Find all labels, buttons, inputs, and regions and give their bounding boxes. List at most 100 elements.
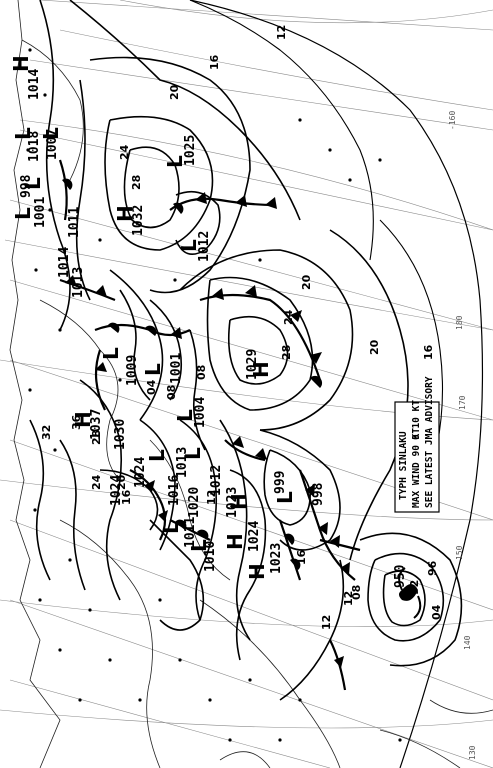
center-pressure: 1032 [131,205,146,236]
center-pressure: 1011 [67,207,82,238]
center: L 1004 [173,397,208,428]
center-pressure: 1014 [27,69,42,100]
center-type: L [159,521,183,534]
center-pressure: 1007 [45,129,60,160]
center-pressure: 1037 [89,409,104,440]
center: 998 [311,482,326,506]
center: 1014 [57,247,72,278]
center: 1013 [71,267,86,298]
center-type: H [227,493,251,510]
center-pressure: 1013 [175,447,190,478]
center: L 1018 [11,127,42,162]
isobar-label: 04 [145,379,158,395]
center-pressure: 1012 [197,231,212,262]
advisory-line-3: SEE LATEST JMA ADVISORY [424,376,435,508]
center-pressure: 1020 [187,487,202,518]
advisory-line-2: MAX WIND 90 KT [411,428,422,508]
isobar-label: 28 [90,430,103,445]
isobars [29,0,463,701]
center-type: L [181,447,205,460]
center-type: H [223,533,247,550]
center: 1011 [67,207,82,238]
center: L 998 [19,174,45,198]
center-type: H [9,55,33,72]
center: 1024 [109,475,124,506]
isobar-label: 12 [342,591,355,606]
center-type: L [141,363,165,376]
isobar-label: 04 [430,604,443,620]
center-type: L [173,409,197,422]
isobar-label: 28 [130,175,143,190]
center: L 1025 [163,135,198,168]
grid-label-140: 140 [463,635,472,650]
isobar-label: 24 [282,309,295,325]
isobar-label: 20 [115,474,128,490]
advisory-line-1: TYPH SINLAKU [398,431,409,500]
center-type: L [187,539,211,552]
center: H 1024 [223,521,262,552]
isobar-label: 08 [165,385,178,400]
grid-label-170: 170 [458,395,467,410]
typhoon-symbol [398,567,422,619]
center: H 1023 [245,543,284,580]
isobar-label: 96 [426,560,439,576]
center-pressure: 1011 [183,517,198,548]
center-type: L [177,239,201,252]
center-pressure: 999 [273,471,288,494]
center-pressure: 950 [393,564,408,588]
center-pressure: 1029 [245,349,260,380]
center: H 1023 [225,487,251,518]
isobar-label: 20 [168,84,181,100]
center-pressure: 1014 [57,247,72,278]
center-type: L [39,127,63,140]
isobar-label: 16 [120,489,133,505]
isobar-label: 28 [280,345,293,360]
grid-label-180: 180 [455,315,464,330]
center-pressure: 1018 [27,131,42,162]
coastlines [9,0,493,768]
station-plots [26,48,402,742]
isobar-label: 20 [368,339,381,355]
center: L 1009 [99,347,140,386]
typhoon-advisory: TYPH SINLAKU MAX WIND 90 KT SEE LATEST J… [394,376,440,513]
center-pressure: 998 [311,482,326,506]
isobar-label: 32 [40,425,53,440]
center-type: H [249,361,273,378]
center-pressure: 1030 [113,419,128,450]
center: 1024 [133,457,148,488]
center-type: L [99,347,123,360]
center-type: L [21,177,45,190]
center-pressure: 1001 [169,353,184,384]
center: H 1029 [245,349,273,380]
isobar-label: 08 [350,585,363,600]
center-pressure: 1001 [33,197,48,228]
center: H 1037 [71,409,104,440]
center-pressure: 1024 [133,457,148,488]
center-pressure: 1024 [247,521,262,552]
center-type: L [11,207,35,220]
grid-label-160: -160 [448,111,457,130]
isobar-label: 20 [300,274,313,290]
center-type: L [145,449,169,462]
isobar-label: 16 [208,54,221,70]
center: 950 [393,564,408,588]
center-pressure: 1013 [71,267,86,298]
grid-label-130: 130 [468,745,477,760]
center-pressure: 1012 [209,465,224,496]
isobar-label: 24 [90,474,103,490]
center-pressure: 1009 [125,355,140,386]
front-symbols [62,178,350,668]
center: L 1016 [145,449,182,506]
isobar-label: 12 [275,25,288,40]
center-pressure: 1004 [193,397,208,428]
center: H 1014 [9,55,42,100]
isobar-label: 12 [320,615,333,630]
center-pressure: 998 [19,174,34,198]
isobar-label: 16 [295,549,308,565]
center-pressure: 1016 [167,475,182,506]
center: L 1011 [159,517,198,548]
center: 1020 [187,487,202,518]
isobar-label: 08 [195,365,208,380]
isobar-label: 16 [422,344,435,360]
center: L 1001 [141,353,184,384]
